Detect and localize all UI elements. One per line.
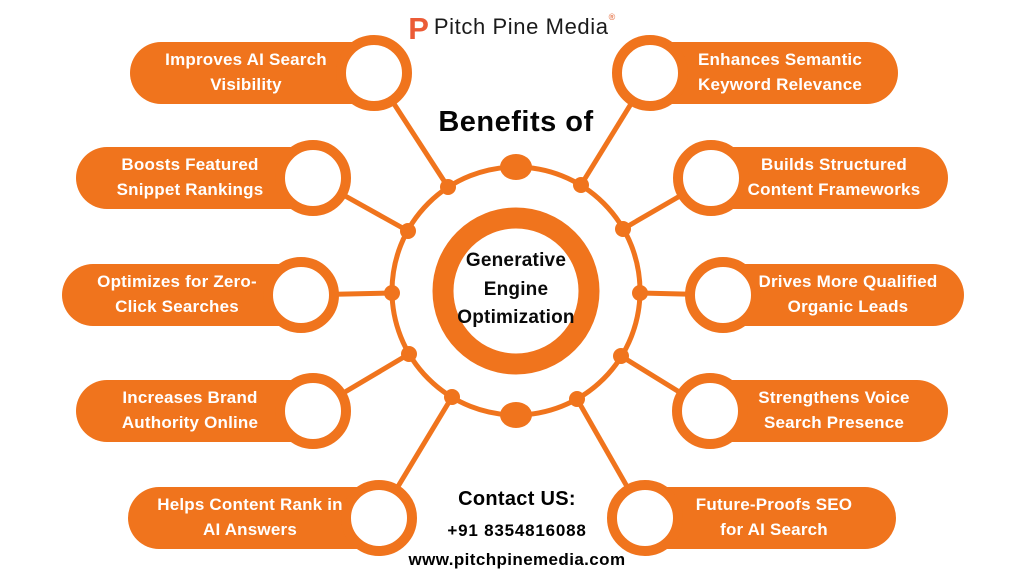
benefit-node-circle-left-2: [275, 140, 351, 216]
hub-label: Generative Engine Optimization: [457, 250, 575, 328]
benefit-label: Boosts Featured Snippet Rankings: [116, 155, 264, 199]
hub-node-dot: [573, 177, 589, 193]
benefit-node-circle-left-1: [336, 35, 412, 111]
page-title: Benefits of: [438, 106, 594, 138]
hub-node-dot: [440, 179, 456, 195]
benefit-label: Strengthens Voice Search Presence: [758, 388, 910, 432]
benefit-node-circle-right-3: [685, 257, 761, 333]
hub-node-dot: [384, 285, 400, 301]
brand-name: Pitch Pine Media®: [433, 12, 616, 40]
benefit-label: Drives More Qualified Organic Leads: [758, 272, 938, 316]
benefit-node-circle-right-1: [612, 35, 688, 111]
hub-node-dot: [613, 348, 629, 364]
contact-block: Contact US: +91 8354816088 www.pitchpine…: [387, 488, 647, 570]
benefit-pill-left-4: Increases Brand Authority Online: [76, 380, 344, 442]
benefit-label: Improves AI Search Visibility: [165, 50, 327, 94]
benefit-node-circle-left-3: [263, 257, 339, 333]
benefit-node-circle-left-4: [275, 373, 351, 449]
benefit-node-circle-left-5: [341, 480, 417, 556]
hub-node-dot: [632, 285, 648, 301]
registered-mark: ®: [608, 12, 616, 22]
benefit-label: Increases Brand Authority Online: [121, 388, 259, 432]
benefit-label: Enhances Semantic Keyword Relevance: [697, 50, 863, 94]
hub-bottom-dot: [500, 402, 532, 428]
benefit-node-circle-right-5: [607, 480, 683, 556]
benefit-label: Optimizes for Zero- Click Searches: [97, 272, 257, 316]
benefit-node-circle-right-4: [672, 373, 748, 449]
hub-node-dot: [401, 346, 417, 362]
hub-node-dot: [400, 223, 416, 239]
benefit-label: Future-Proofs SEO for AI Search: [695, 495, 853, 539]
benefit-node-circle-right-2: [673, 140, 749, 216]
hub-node-dot: [615, 221, 631, 237]
contact-phone: +91 8354816088: [447, 521, 587, 540]
logo: P Pitch Pine Media®: [0, 11, 1024, 46]
hub-node-dot: [569, 391, 585, 407]
pitch-pine-p-icon: P: [408, 11, 429, 46]
hub-top-dot: [500, 154, 532, 180]
benefit-label: Builds Structured Content Frameworks: [747, 155, 921, 199]
hub-inner-ring: [432, 207, 600, 375]
benefit-label: Helps Content Rank in AI Answers: [157, 495, 343, 539]
hub-node-dot: [444, 389, 460, 405]
contact-heading: Contact US:: [458, 488, 576, 510]
contact-website: www.pitchpinemedia.com: [408, 550, 626, 569]
